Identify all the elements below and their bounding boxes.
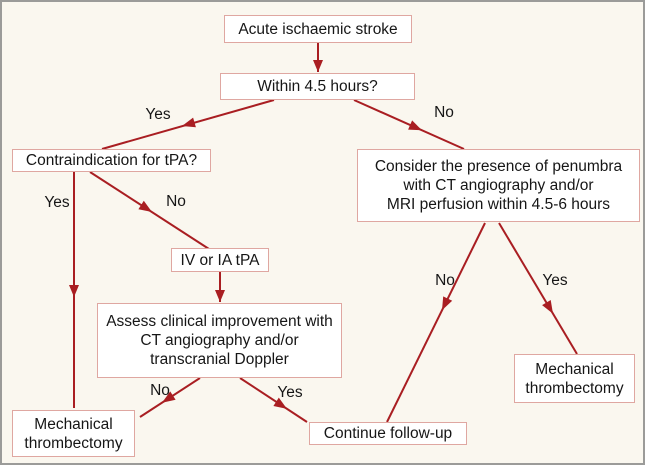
edge-label-penumbra-no: No [435,272,455,289]
edge-label-contra-no: No [166,193,186,210]
node-within-4-5-hours: Within 4.5 hours? [220,73,415,100]
edge-label-penumbra-yes: Yes [542,272,568,289]
node-mechanical-thrombectomy-left: Mechanical thrombectomy [12,410,135,457]
node-assess-clinical-improvement: Assess clinical improvement with CT angi… [97,303,342,378]
edge-label-contra-yes: Yes [44,194,70,211]
edge-label-assess-yes: Yes [277,384,303,401]
node-acute-ischaemic-stroke: Acute ischaemic stroke [224,15,412,43]
edge-label-within-no: No [434,104,454,121]
node-iv-or-ia-tpa: IV or IA tPA [171,248,269,272]
node-continue-follow-up: Continue follow-up [309,422,467,445]
node-contraindication-for-tpa: Contraindication for tPA? [12,149,211,172]
edge-label-assess-no: No [150,382,170,399]
edge-label-within-yes: Yes [145,106,171,123]
node-consider-penumbra: Consider the presence of penumbra with C… [357,149,640,222]
node-mechanical-thrombectomy-right: Mechanical thrombectomy [514,354,635,403]
